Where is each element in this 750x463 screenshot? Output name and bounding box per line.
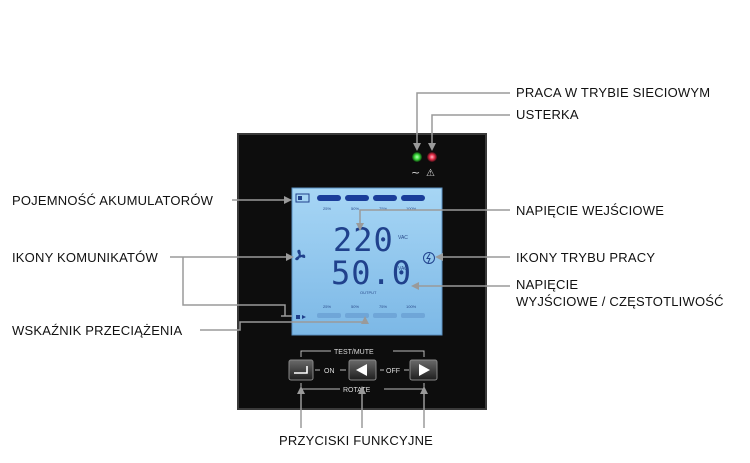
online-mode-label: PRACA W TRYBIE SIECIOWYM (516, 85, 710, 101)
output-voltage-label-line2: WYJŚCIOWE / CZĘSTOTLIWOŚĆ (516, 294, 724, 310)
overload-indicator-label: WSKAŹNIK PRZECIĄŻENIA (12, 323, 182, 339)
work-mode-icons-label: IKONY TRYBU PRACY (516, 250, 655, 266)
enter-button[interactable] (289, 360, 313, 380)
input-voltage-label: NAPIĘCIE WEJŚCIOWE (516, 203, 664, 219)
output-voltage-label-line1: NAPIĘCIE (516, 277, 578, 293)
right-button[interactable] (410, 360, 437, 380)
message-icons-label: IKONY KOMUNIKATÓW (12, 250, 158, 266)
battery-capacity-label: POJEMNOŚĆ AKUMULATORÓW (12, 193, 213, 209)
left-button[interactable] (349, 360, 376, 380)
fault-label: USTERKA (516, 107, 579, 123)
function-buttons-label: PRZYCISKI FUNKCYJNE (279, 433, 433, 449)
